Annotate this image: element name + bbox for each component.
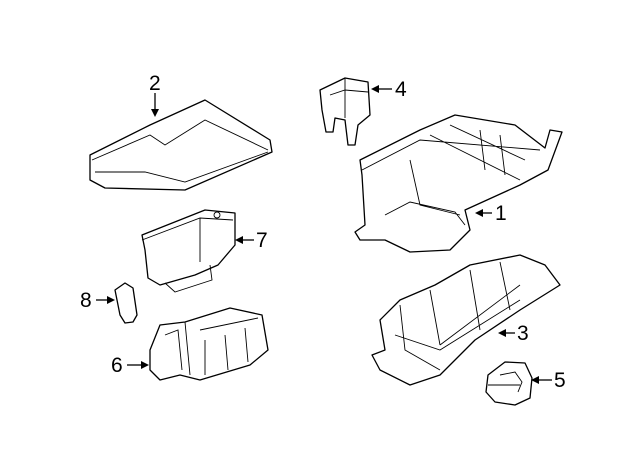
part-4-bracket	[319, 77, 371, 146]
callout-6: 6	[111, 354, 123, 377]
callout-1: 1	[495, 202, 507, 225]
part-6-junction-block	[149, 307, 269, 381]
callout-3: 3	[517, 322, 529, 345]
part-8-cap	[114, 282, 138, 324]
part-2-cover	[89, 99, 273, 191]
callout-7: 7	[256, 229, 268, 252]
part-7-relay-module	[141, 209, 236, 293]
callout-8: 8	[80, 289, 92, 312]
part-1-fuse-box-base	[354, 114, 563, 253]
callout-5: 5	[554, 369, 566, 392]
callout-2: 2	[149, 72, 161, 95]
part-3-lower-cover	[371, 254, 561, 386]
callout-arrows	[96, 85, 552, 384]
callout-4: 4	[395, 78, 407, 101]
part-5-clip	[485, 361, 533, 406]
